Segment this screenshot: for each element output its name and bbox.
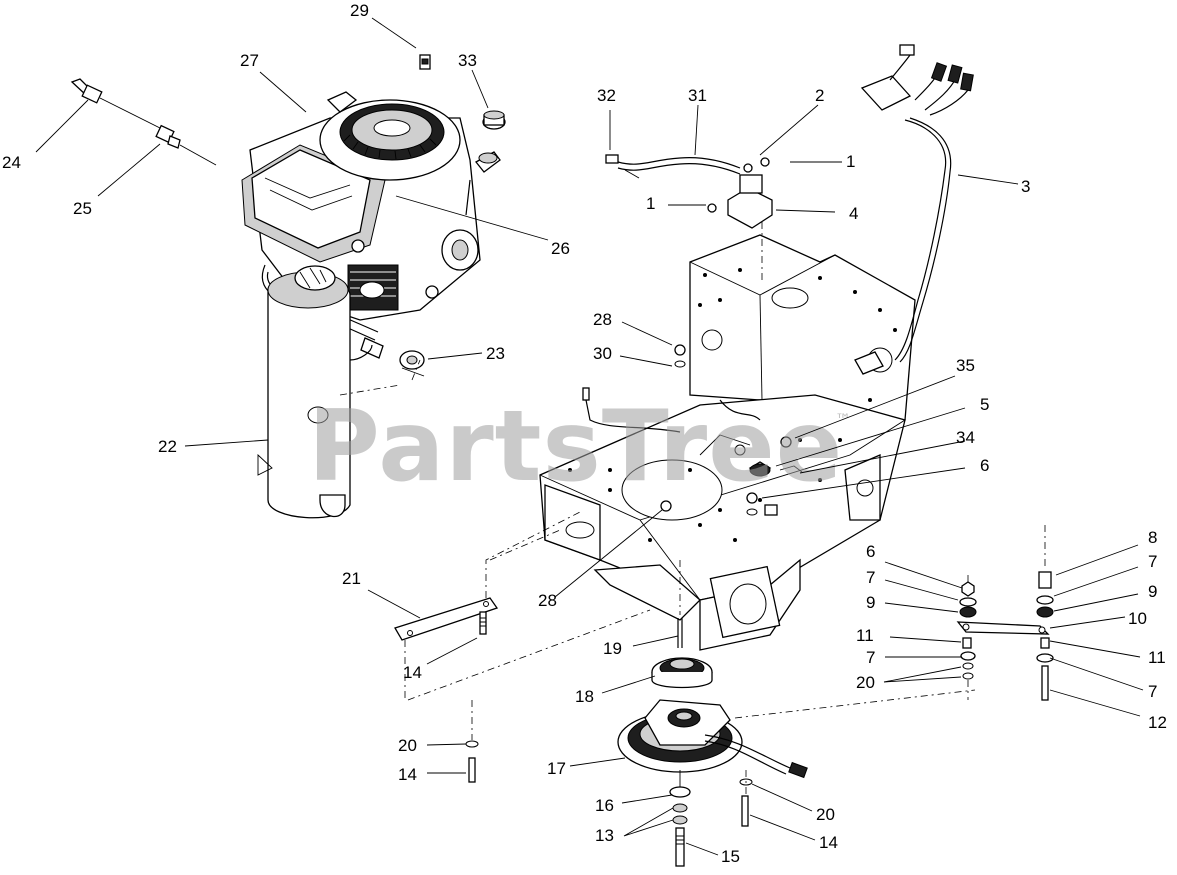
callout-33: 33 — [458, 51, 477, 70]
callout-1-upper: 1 — [846, 152, 855, 171]
callout-4: 4 — [849, 204, 858, 223]
solenoid-assembly — [605, 154, 773, 280]
callout-labels: 29 27 33 24 25 26 32 31 2 1 1 4 3 28 30 … — [2, 1, 1167, 866]
frame-hardware — [582, 344, 803, 516]
callout-13: 13 — [595, 826, 614, 845]
callout-15: 15 — [721, 847, 740, 866]
callout-31: 31 — [688, 86, 707, 105]
part-23-clamp — [399, 350, 425, 377]
callout-8: 8 — [1148, 528, 1157, 547]
callout-9-right: 9 — [1148, 582, 1157, 601]
callout-7-right-lower: 7 — [1148, 682, 1157, 701]
callout-11-right: 11 — [1148, 648, 1166, 667]
callout-6-lower: 6 — [866, 542, 875, 561]
callout-32: 32 — [597, 86, 616, 105]
callout-25: 25 — [73, 199, 92, 218]
callout-35: 35 — [956, 356, 975, 375]
callout-20-right: 20 — [856, 673, 875, 692]
fuel-fittings — [70, 78, 217, 166]
callout-2: 2 — [815, 86, 824, 105]
callout-7-right-upper: 7 — [1148, 552, 1157, 571]
callout-28-upper: 28 — [593, 310, 612, 329]
callout-12: 12 — [1148, 713, 1167, 732]
watermark: PartsTree ™ — [308, 390, 851, 504]
callout-26: 26 — [551, 239, 570, 258]
leader-lines — [35, 17, 1144, 856]
callout-27: 27 — [240, 51, 259, 70]
callout-10: 10 — [1128, 609, 1147, 628]
bolt-14-upper — [479, 611, 487, 635]
callout-28-lower: 28 — [538, 591, 557, 610]
callout-7-left-upper: 7 — [866, 568, 875, 587]
part-33 — [482, 110, 506, 130]
callout-29: 29 — [350, 1, 369, 20]
callout-18: 18 — [575, 687, 594, 706]
callout-3: 3 — [1021, 177, 1030, 196]
wiring-harness — [854, 44, 974, 375]
muffler — [257, 265, 373, 519]
part-18-pulley — [651, 657, 713, 689]
callout-20-bottom: 20 — [816, 805, 835, 824]
assembly-lines — [339, 359, 681, 740]
callout-14-left: 14 — [398, 765, 417, 784]
watermark-text: PartsTree — [308, 390, 843, 504]
callout-24: 24 — [2, 153, 21, 172]
callout-1-lower: 1 — [646, 194, 655, 213]
callout-5: 5 — [980, 395, 989, 414]
part-21-bracket — [394, 511, 581, 700]
callout-22: 22 — [158, 437, 177, 456]
callout-16: 16 — [595, 796, 614, 815]
frame — [539, 234, 916, 651]
callout-14-upper: 14 — [403, 663, 422, 682]
callout-20-left: 20 — [398, 736, 417, 755]
callout-6-upper: 6 — [980, 456, 989, 475]
part-17-clutch — [617, 689, 976, 790]
part-29 — [419, 54, 431, 70]
idler-arm — [956, 525, 1054, 701]
callout-19: 19 — [603, 639, 622, 658]
callout-30: 30 — [593, 344, 612, 363]
part-19-spring — [677, 618, 683, 648]
callout-23: 23 — [486, 344, 505, 363]
callout-34: 34 — [956, 428, 975, 447]
callout-14-bottom: 14 — [819, 833, 838, 852]
callout-17: 17 — [547, 759, 566, 778]
callout-9-left: 9 — [866, 593, 875, 612]
callout-21: 21 — [342, 569, 361, 588]
callout-11-left: 11 — [856, 626, 874, 645]
callout-7-left-lower: 7 — [866, 648, 875, 667]
